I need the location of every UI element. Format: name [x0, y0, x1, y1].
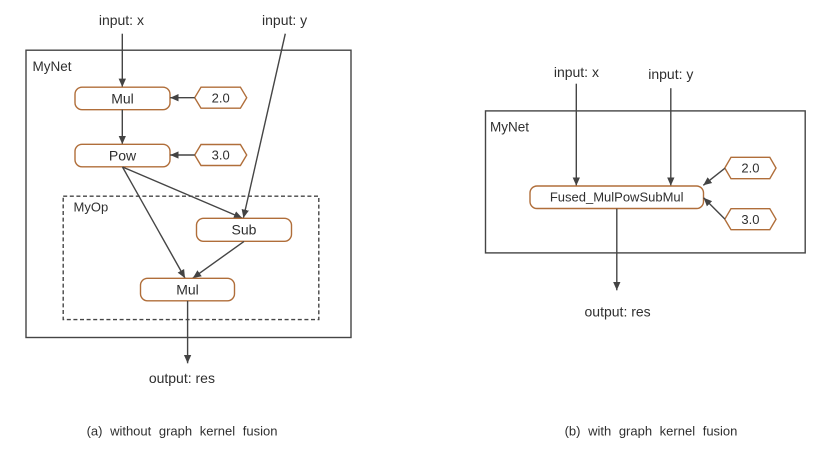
svg-text:Fused_MulPowSubMul: Fused_MulPowSubMul [550, 189, 684, 204]
svg-text:Mul: Mul [176, 282, 199, 298]
svg-text:input: y: input: y [648, 66, 693, 82]
svg-text:MyNet: MyNet [33, 59, 72, 74]
svg-text:MyNet: MyNet [490, 120, 529, 135]
svg-text:output: res: output: res [149, 370, 215, 386]
svg-text:Sub: Sub [232, 222, 257, 238]
svg-text:(b) with graph kernel fusion: (b) with graph kernel fusion [565, 423, 738, 438]
svg-text:2.0: 2.0 [741, 161, 759, 176]
svg-text:input: x: input: x [554, 64, 599, 80]
svg-text:2.0: 2.0 [212, 90, 230, 105]
svg-text:input: y: input: y [262, 12, 307, 28]
svg-text:Mul: Mul [111, 90, 134, 106]
svg-text:3.0: 3.0 [212, 148, 230, 163]
svg-text:Pow: Pow [109, 148, 137, 164]
svg-text:MyOp: MyOp [74, 200, 109, 215]
svg-text:3.0: 3.0 [741, 212, 759, 227]
svg-text:(a) without graph kernel fusio: (a) without graph kernel fusion [87, 423, 278, 438]
svg-text:output: res: output: res [585, 304, 651, 320]
svg-text:input: x: input: x [99, 12, 144, 28]
